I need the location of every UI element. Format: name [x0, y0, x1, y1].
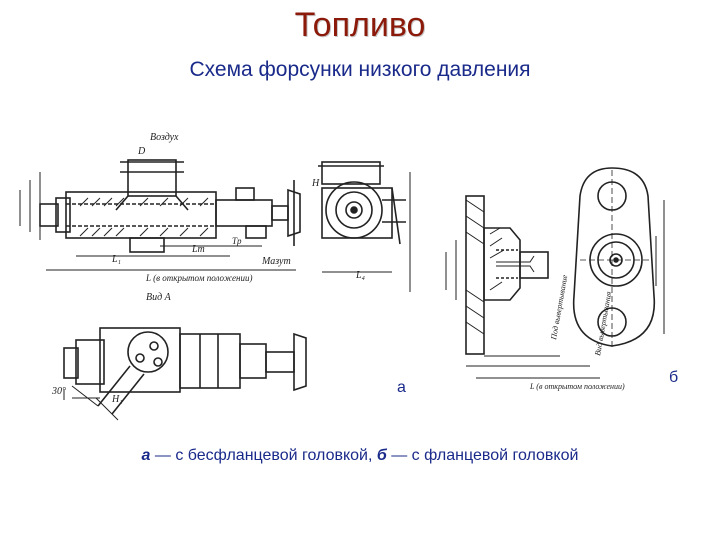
figure-caption: а — с бесфланцевой головкой, б — с фланц…	[0, 447, 720, 465]
flanged-section-view	[445, 195, 600, 379]
open-position-dimension-b: L (в открытом положении)	[529, 382, 625, 391]
view-a-label: Вид А	[146, 292, 172, 303]
caption-letter-b: б	[376, 447, 387, 464]
view-a	[63, 327, 307, 421]
fuel-label: Мазут	[261, 256, 291, 267]
caption-letter-a: а	[141, 447, 151, 464]
dim-d: D	[137, 146, 146, 157]
injector-body	[65, 191, 217, 239]
open-position-dimension: L (в открытом положении)	[145, 273, 253, 283]
air-inlet	[127, 159, 177, 197]
thread-label: Tp	[232, 236, 242, 246]
figure-label-b: б	[669, 369, 679, 386]
flange-bolt-hole-top	[597, 181, 627, 211]
slide-subtitle: Схема форсунки низкого давления	[189, 58, 531, 81]
dim-lt: Lт	[191, 244, 205, 255]
end-view-inlet	[321, 161, 381, 185]
injector-section-view	[19, 159, 301, 271]
view-a-dial	[127, 331, 169, 373]
dim-l4: L₄	[355, 270, 366, 281]
dim-l1: L₁	[111, 254, 121, 265]
dim-h1: H₁	[111, 394, 123, 405]
injector-end-view	[318, 161, 411, 292]
caption-text-a: — с бесфланцевой головкой,	[150, 447, 377, 464]
caption-text-b: — с фланцевой головкой	[386, 447, 579, 464]
figure-label-a: а	[397, 379, 406, 396]
flange-rotation-label: Под вывертывание	[549, 274, 570, 342]
view-a-handwheel	[293, 332, 307, 392]
slide-title: Топливо	[294, 6, 426, 44]
air-label: Воздух	[150, 132, 179, 143]
dim-h: H	[311, 178, 320, 189]
handwheel	[287, 188, 301, 238]
angle-label: 30°	[51, 386, 66, 397]
flange-plate	[465, 195, 485, 355]
inclined-nozzle	[97, 365, 145, 415]
flanged-body	[483, 227, 521, 301]
flange-plan-view	[572, 167, 665, 348]
view-a-body	[99, 327, 181, 393]
